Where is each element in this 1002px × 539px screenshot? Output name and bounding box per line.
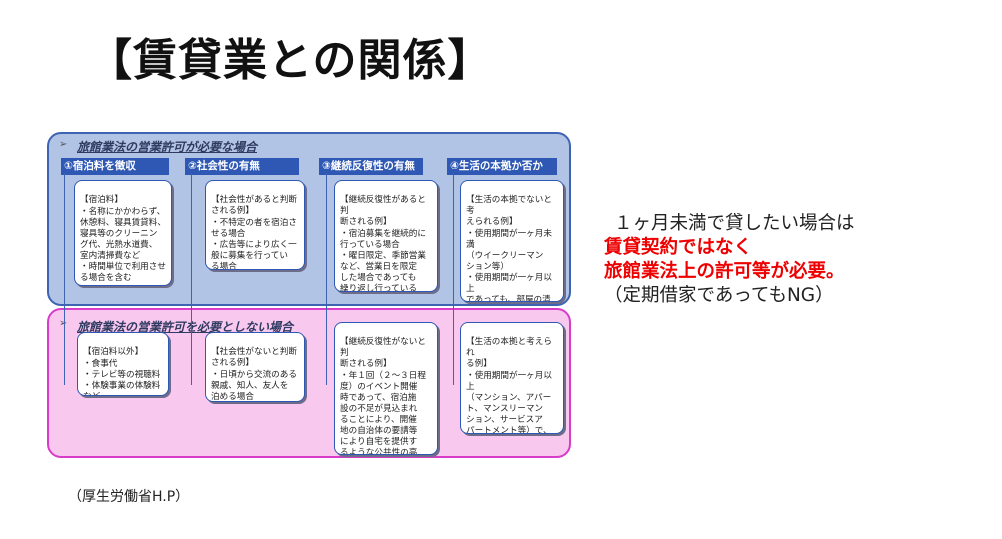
box-body: ・日頃から交流のある 親戚、知人、友人を 泊める場合 など: [211, 370, 297, 402]
permit-required-heading: 旅館業法の営業許可が必要な場合: [77, 140, 258, 154]
required-box-residence: 【生活の本拠でないと考 えられる例】・使用期間が一ヶ月未満 （ウイークリーマン …: [460, 180, 564, 302]
box-title: 【社会性がないと判断 される例】: [211, 347, 297, 368]
not-required-box-residence: 【生活の本拠と考えられ る例】・使用期間が一ヶ月以上 （マンション、アパー ト、…: [460, 322, 564, 434]
box-body: ・使用期間が一ヶ月未満 （ウイークリーマン ション等） ・使用期間が一ヶ月以上 …: [466, 229, 552, 302]
category-residence-base: ④生活の本拠か否か: [447, 158, 557, 175]
conclusion-note: １ヶ月未満で貸したい場合は 賃貸契約ではなく 旅館業法上の許可等が必要。 （定期…: [604, 212, 855, 308]
box-body: ・食事代 ・テレビ等の視聴料 ・体験事業の体験料 など: [83, 359, 161, 395]
source-citation: （厚生労働省H.P）: [68, 489, 190, 505]
required-box-repetition: 【継続反復性があると判 断される例】・宿泊募集を継続的に 行っている場合 ・曜日…: [334, 180, 438, 292]
box-title: 【継続反復性がないと判 断される例】: [340, 337, 426, 369]
connector-line: [326, 173, 327, 385]
connector-line: [64, 173, 65, 385]
note-line-fixed-term: （定期借家であってもNG）: [604, 285, 834, 306]
box-body: ・不特定の者を宿泊さ せる場合 ・広告等により広く一 般に募集を行ってい る場合…: [211, 218, 297, 270]
not-required-box-other-fees: 【宿泊料以外】・食事代 ・テレビ等の視聴料 ・体験事業の体験料 など: [77, 332, 169, 396]
connector-line: [453, 173, 454, 385]
category-repetition: ③継続反復性の有無: [319, 158, 423, 175]
box-title: 【宿泊料】: [80, 195, 123, 205]
slide-title: 【賃貸業との関係】: [88, 35, 493, 86]
not-required-box-repetition: 【継続反復性がないと判 断される例】・年１回（２〜３日程 度）のイベント開催 時…: [334, 322, 438, 455]
permit-not-required-heading: 旅館業法の営業許可を必要としない場合: [77, 320, 294, 334]
required-box-lodging-fee: 【宿泊料】・名称にかかわらず、 休憩料、寝具賃貸料、 寝具等のクリーニン グ代、…: [74, 180, 172, 286]
box-title: 【継続反復性があると判 断される例】: [340, 195, 426, 227]
category-social-nature: ②社会性の有無: [185, 158, 299, 175]
note-line-condition: １ヶ月未満で貸したい場合は: [614, 213, 855, 234]
required-box-social: 【社会性があると判断 される例】・不特定の者を宿泊さ せる場合 ・広告等により広…: [205, 180, 305, 270]
box-body: ・宿泊募集を継続的に 行っている場合 ・曜日限定、季節営業 など、営業日を限定 …: [340, 229, 426, 292]
box-title: 【宿泊料以外】: [83, 347, 144, 357]
box-body: ・年１回（２〜３日程 度）のイベント開催 時であって、宿泊施 設の不足が見込まれ…: [340, 371, 426, 455]
box-body: ・使用期間が一ヶ月以上 （マンション、アパー ト、マンスリーマン ション、サービ…: [466, 371, 552, 434]
category-lodging-fee: ①宿泊料を徴収: [61, 158, 169, 175]
box-title: 【生活の本拠と考えられ る例】: [466, 337, 552, 369]
arrow-bullet-icon: ➢: [59, 318, 68, 329]
note-line-permit-needed: 旅館業法上の許可等が必要。: [604, 261, 845, 282]
box-title: 【生活の本拠でないと考 えられる例】: [466, 195, 552, 227]
box-body: ・名称にかかわらず、 休憩料、寝具賃貸料、 寝具等のクリーニン グ代、光熱水道費…: [80, 207, 166, 283]
arrow-bullet-icon: ➢: [59, 139, 68, 150]
box-title: 【社会性があると判断 される例】: [211, 195, 297, 216]
note-line-not-lease: 賃貸契約ではなく: [604, 237, 753, 258]
connector-line: [191, 173, 192, 385]
not-required-box-social: 【社会性がないと判断 される例】・日頃から交流のある 親戚、知人、友人を 泊める…: [205, 332, 305, 402]
permit-diagram: ➢ 旅館業法の営業許可が必要な場合 ①宿泊料を徴収 ②社会性の有無 ③継続反復性…: [47, 132, 575, 460]
